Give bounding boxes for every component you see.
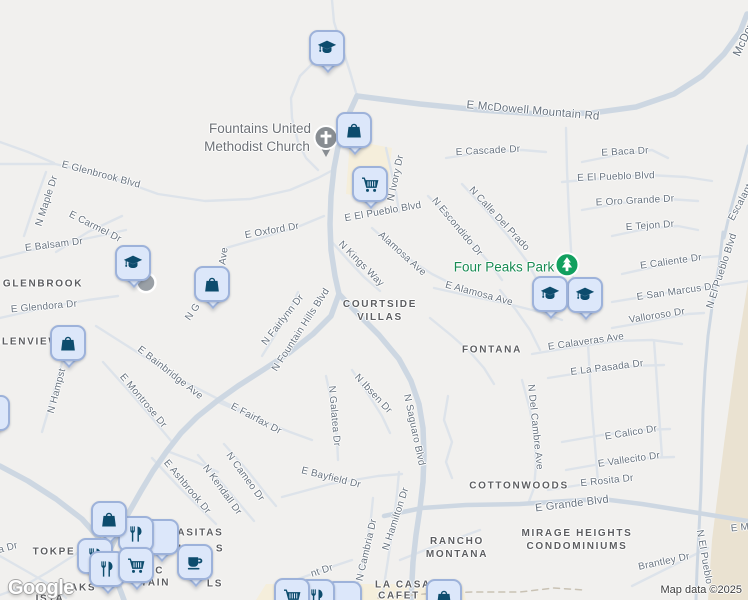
shopping-bag-icon <box>205 277 219 292</box>
shopping-cart-icon <box>284 589 301 600</box>
map-marker-cart[interactable] <box>118 547 154 593</box>
map-marker-cart[interactable] <box>352 166 388 212</box>
map-attribution: Map data ©2025 <box>660 584 743 596</box>
graduation-cap-icon <box>540 286 560 299</box>
map-marker-bag[interactable] <box>50 325 86 371</box>
map-marker-bag[interactable] <box>194 266 230 312</box>
map-marker-school[interactable] <box>567 277 603 323</box>
map-marker-bag[interactable] <box>91 501 127 547</box>
shopping-cart-icon <box>362 177 379 192</box>
map-marker-coffee[interactable] <box>177 544 213 590</box>
shopping-bag-icon <box>102 512 116 527</box>
map-marker-school[interactable] <box>532 276 568 322</box>
restaurant-icon <box>101 561 113 577</box>
google-logo[interactable]: Google <box>8 577 74 599</box>
graduation-cap-icon <box>317 40 337 53</box>
map-marker-school[interactable] <box>115 245 151 291</box>
map-marker-bag[interactable] <box>336 112 372 158</box>
restaurant-icon <box>130 526 142 542</box>
shopping-bag-icon <box>61 336 75 351</box>
restaurant-icon <box>311 589 323 600</box>
map-marker-school[interactable] <box>309 30 345 76</box>
coffee-cup-icon <box>187 557 203 570</box>
play-icon <box>0 403 2 423</box>
map-marker-cart[interactable] <box>274 578 310 600</box>
graduation-cap-icon <box>123 255 143 268</box>
map-marker-play[interactable] <box>0 395 10 441</box>
shopping-bag-icon <box>437 590 451 600</box>
map-marker-bag[interactable] <box>426 579 462 600</box>
shopping-bag-icon <box>347 123 361 138</box>
graduation-cap-icon <box>575 287 595 300</box>
shopping-cart-icon <box>128 558 145 573</box>
